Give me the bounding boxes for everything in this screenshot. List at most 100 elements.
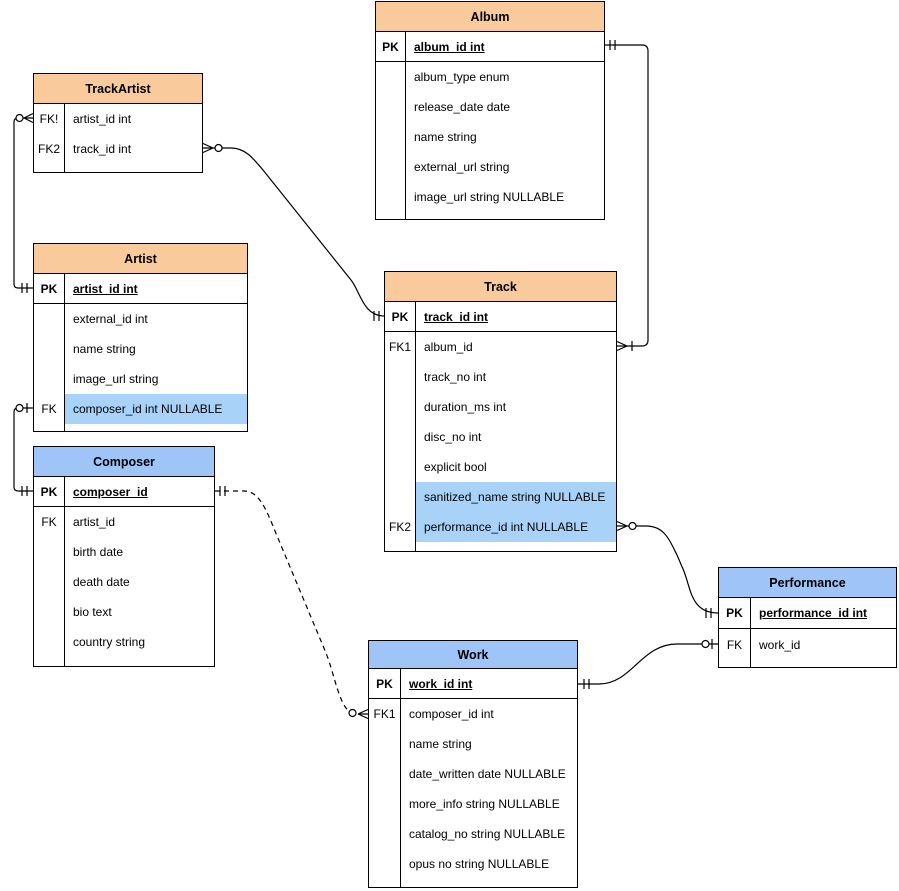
field-row-name[interactable]: name string (34, 334, 247, 364)
zero-marker (15, 113, 24, 123)
key-cell: PK (40, 281, 58, 296)
field-row-artist_id[interactable]: PK artist_id int (34, 274, 247, 304)
field-row-opus[interactable]: opus no string NULLABLE (369, 849, 577, 879)
entity-title-composer[interactable]: Composer (34, 447, 214, 477)
field-row-duration_ms[interactable]: duration_ms int (385, 392, 616, 422)
field-label: album_type enum (414, 70, 510, 84)
one-marker (21, 486, 28, 496)
zero-marker (15, 403, 24, 413)
key-cell (369, 729, 400, 759)
field-row-birth[interactable]: birth date (34, 537, 214, 567)
one-marker (583, 679, 590, 689)
field-row-date_written[interactable]: date_written date NULLABLE (369, 759, 577, 789)
field-row-name[interactable]: name string (369, 729, 577, 759)
field-label: external_url string (414, 160, 510, 174)
field-label: death date (73, 575, 130, 589)
field-label: composer_id (73, 484, 148, 499)
field-label: opus no string NULLABLE (409, 857, 550, 871)
column-divider (64, 104, 65, 172)
key-cell (34, 537, 64, 567)
field-row-image_url[interactable]: image_url string NULLABLE (376, 182, 604, 212)
field-label: album_id int (414, 39, 485, 54)
field-row-bio[interactable]: bio text (34, 597, 214, 627)
key-cell (34, 627, 64, 657)
zero-marker (701, 639, 710, 649)
field-row-explicit[interactable]: explicit bool (385, 452, 616, 482)
field-row-album_type[interactable]: album_type enum (376, 62, 604, 92)
field-label: date_written date NULLABLE (409, 767, 566, 781)
key-cell: FK (726, 637, 743, 652)
field-label: disc_no int (424, 430, 482, 444)
key-cell (34, 567, 64, 597)
key-cell (369, 759, 400, 789)
edge-track-performance[interactable] (616, 520, 719, 619)
key-cell (376, 62, 405, 92)
field-row-track_no[interactable]: track_no int (385, 362, 616, 392)
field-row-disc_no[interactable]: disc_no int (385, 422, 616, 452)
entity-title-track[interactable]: Track (385, 272, 616, 302)
key-cell (34, 364, 64, 394)
column-divider (64, 274, 65, 431)
field-row-more_info[interactable]: more_info string NULLABLE (369, 789, 577, 819)
entity-title-performance[interactable]: Performance (719, 568, 896, 598)
field-label: track_no int (424, 370, 487, 384)
key-cell (385, 452, 415, 482)
one-marker (21, 283, 28, 293)
field-label: name string (409, 737, 472, 751)
field-row-release_date[interactable]: release_date date (376, 92, 604, 122)
crow-foot-marker (616, 340, 628, 352)
key-cell (385, 482, 415, 512)
field-row-album_id[interactable]: PK album_id int (376, 32, 604, 62)
key-cell: PK (391, 309, 409, 324)
edge-composer-work[interactable] (215, 486, 369, 720)
key-cell (34, 334, 64, 364)
zero-marker (628, 521, 637, 531)
field-row-artist_id[interactable]: FK!artist_id int (34, 104, 202, 134)
entity-title-work[interactable]: Work (369, 641, 577, 669)
field-row-image_url[interactable]: image_url string (34, 364, 247, 394)
field-row-external_id[interactable]: external_id int (34, 304, 247, 334)
edge-album-track[interactable] (605, 40, 649, 352)
field-label: work_id int (409, 676, 473, 691)
field-label: composer_id int (409, 707, 494, 721)
key-cell: PK (382, 39, 399, 54)
field-row-country[interactable]: country string (34, 627, 214, 657)
field-label: artist_id int (73, 281, 138, 296)
field-label: sanitized_name string NULLABLE (415, 482, 616, 512)
field-row-sanitized_name[interactable]: sanitized_name string NULLABLE (385, 482, 616, 512)
one-marker (373, 311, 380, 321)
field-row-name[interactable]: name string (376, 122, 604, 152)
field-row-catalog_no[interactable]: catalog_no string NULLABLE (369, 819, 577, 849)
edge-trackartist-track[interactable] (202, 142, 385, 322)
edge-performance-work[interactable] (578, 639, 718, 689)
entity-title-artist[interactable]: Artist (34, 244, 247, 274)
crow-foot-marker (23, 112, 34, 124)
edge-trackartist-artist[interactable] (13, 112, 34, 294)
edge-artist-composer[interactable] (13, 403, 33, 496)
key-cell (369, 789, 400, 819)
entity-title-album[interactable]: Album (376, 2, 604, 32)
entity-title-trackartist[interactable]: TrackArtist (34, 74, 202, 104)
field-row-death[interactable]: death date (34, 567, 214, 597)
field-label: release_date date (414, 100, 511, 114)
field-row-external_url[interactable]: external_url string (376, 152, 604, 182)
